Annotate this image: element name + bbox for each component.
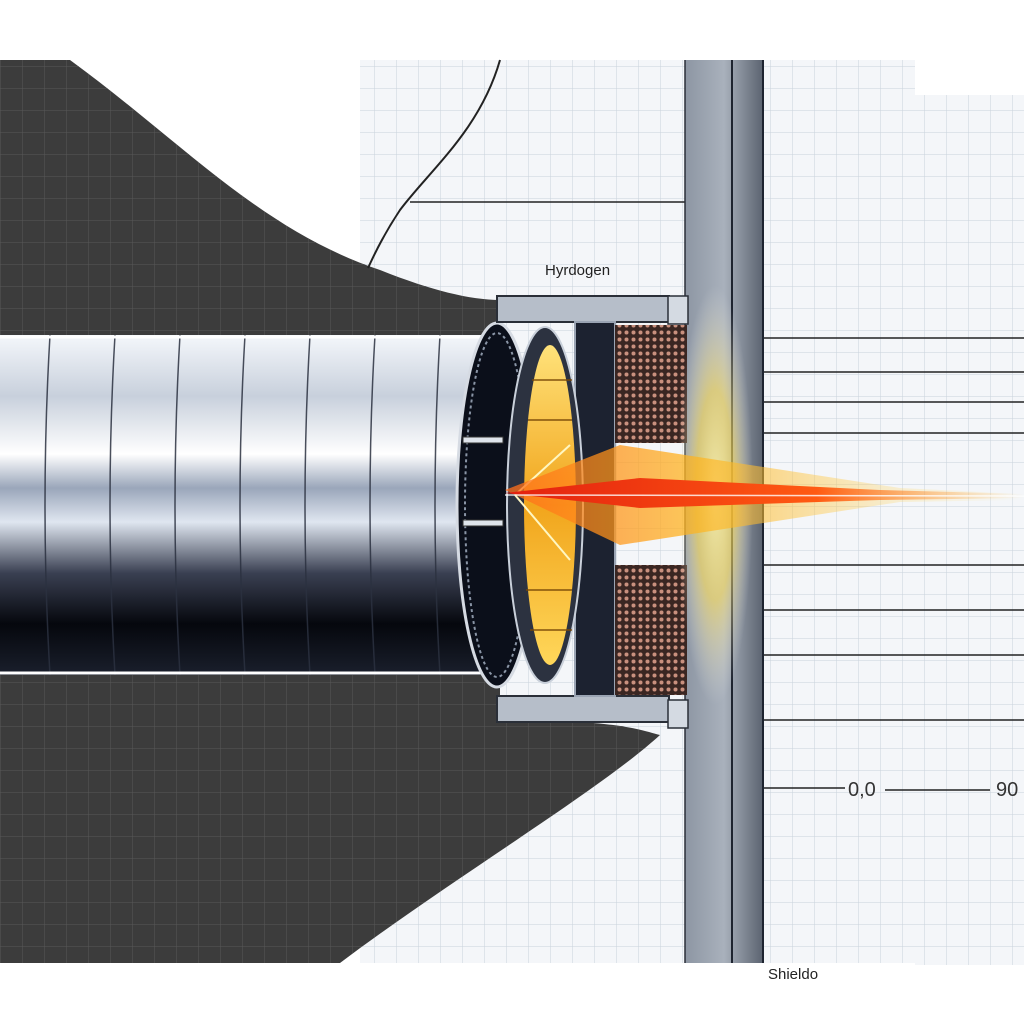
mesh-heat-exchanger <box>615 325 687 695</box>
hydrogen-tank <box>0 334 500 676</box>
upper-boundary-curve <box>367 59 501 269</box>
dark-panel-upper <box>0 60 500 335</box>
exhaust-beam <box>504 445 1024 545</box>
hydrogen-label: Hyrdogen <box>545 262 611 279</box>
shield-label: Shieldo <box>768 966 819 983</box>
dark-panel-lower <box>0 675 660 963</box>
scale-value-right: 90 <box>996 779 1019 801</box>
scale-value-left: 0,0 <box>848 779 876 801</box>
